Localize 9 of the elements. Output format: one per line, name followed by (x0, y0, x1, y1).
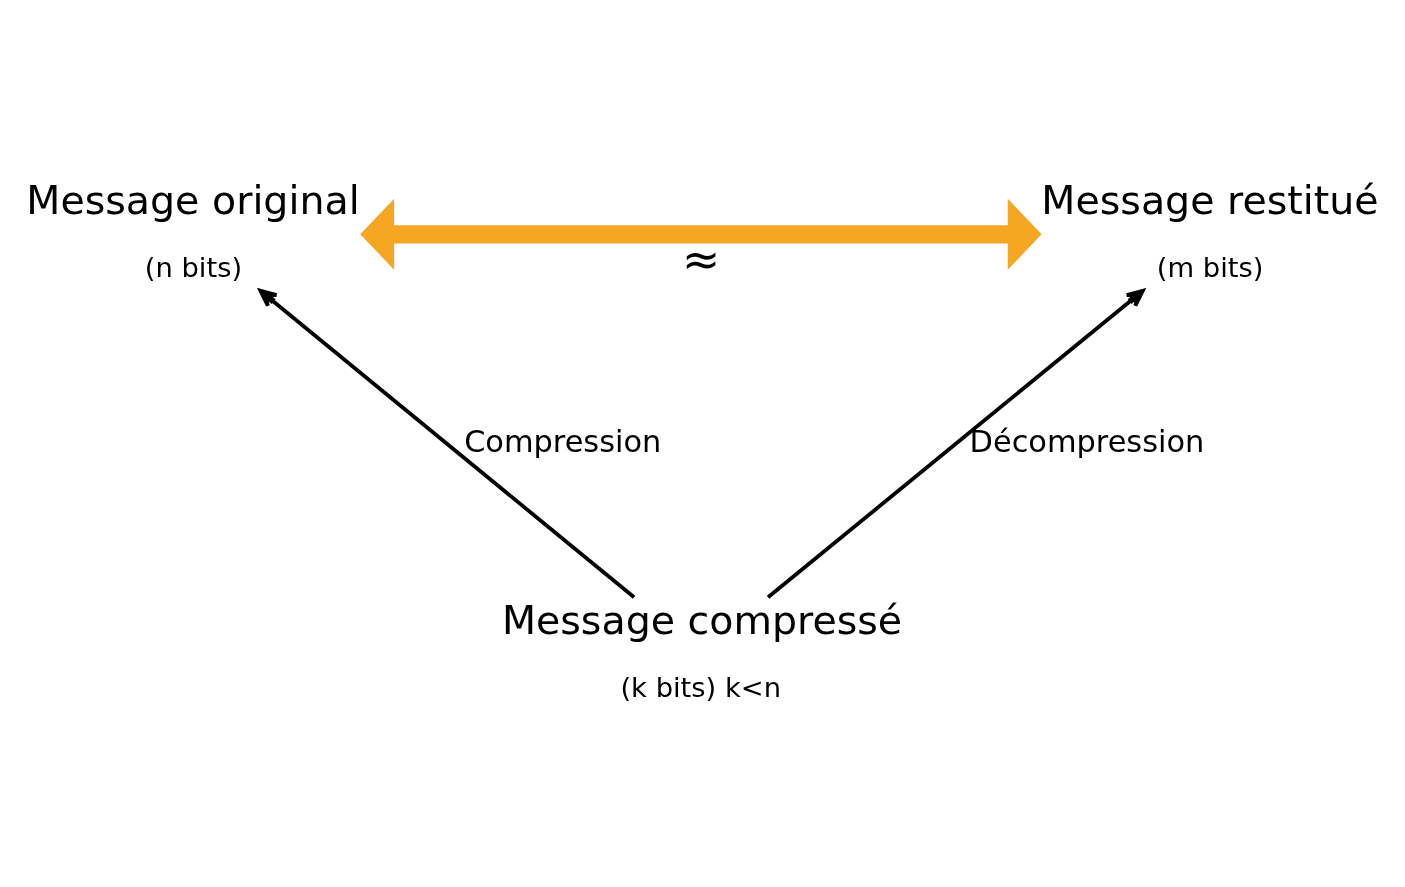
edge-label: ≈ (681, 232, 721, 286)
node-text: Message compressé (k bits) k<n (501, 596, 903, 703)
arrow (766, 288, 1145, 599)
edge-label: Décompression (969, 423, 1205, 459)
edge-label: Compression (464, 423, 662, 459)
arrow (258, 288, 636, 599)
node-text: Message original (n bits) (26, 176, 360, 283)
node-text: Message restitué (m bits) (1041, 176, 1379, 283)
arrow (360, 198, 1042, 270)
